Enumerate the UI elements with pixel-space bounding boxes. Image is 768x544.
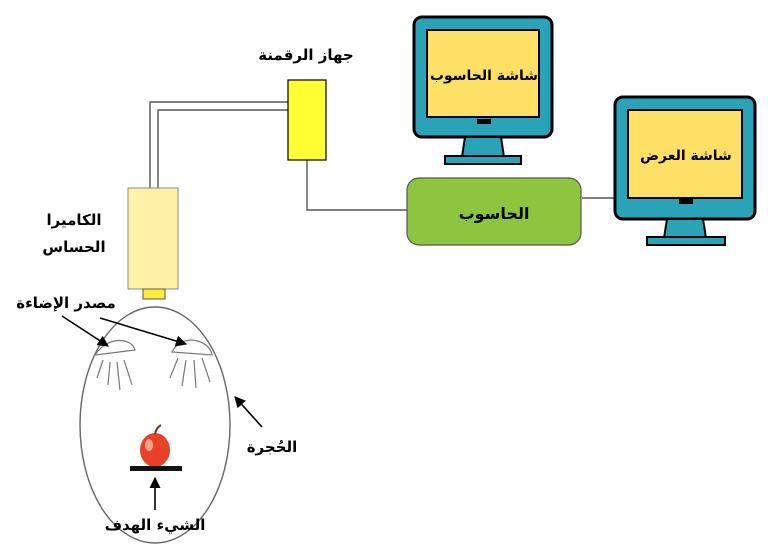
computer-monitor: شاشة الحاسوب: [412, 15, 554, 165]
computer-screen-label: شاشة الحاسوب: [430, 68, 538, 84]
digitizer-cable: [306, 160, 408, 211]
computer-box: [406, 177, 582, 246]
display-screen-label: شاشة العرض: [640, 148, 732, 164]
light-arrow-left: [61, 315, 109, 347]
digitizer-box: [287, 79, 327, 161]
digitizer-label: جهاز الرقمنة: [258, 46, 353, 64]
camera-label-line1: الكاميرا: [46, 211, 101, 229]
camera-cable: [149, 101, 290, 190]
computer-label: الحاسوب: [459, 204, 530, 223]
light-source-label: مصدر الإضاءة: [16, 294, 116, 312]
camera-lens: [142, 288, 166, 300]
lamp-icon: [169, 339, 213, 389]
chamber-outline: [79, 306, 231, 544]
light-arrow-right: [99, 317, 188, 347]
camera-label-line2: الحساس: [42, 238, 105, 256]
lamp-icon: [93, 339, 136, 391]
chamber-label: الحُجرة: [247, 438, 298, 456]
camera-icon: [127, 187, 179, 300]
apple-icon: [140, 424, 170, 467]
target-stage: [130, 466, 182, 471]
display-monitor: شاشة العرض: [613, 95, 757, 246]
chamber-arrow: [234, 396, 263, 428]
target-object-label: الشيء الهدف: [105, 516, 206, 534]
camera-body: [127, 187, 179, 290]
